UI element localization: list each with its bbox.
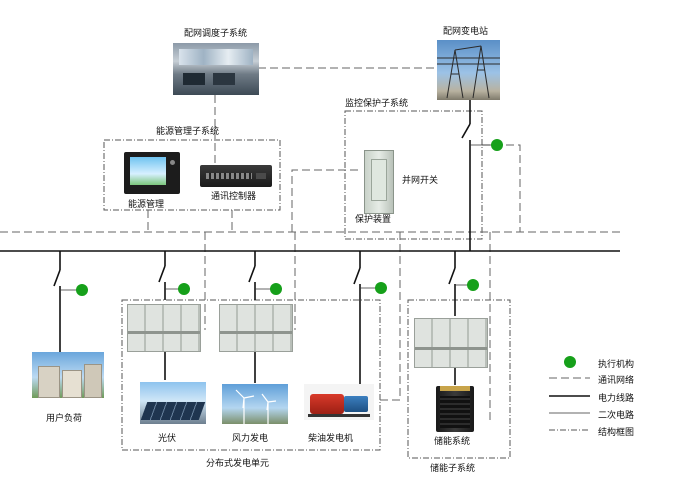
substation-image bbox=[437, 40, 500, 100]
comm-controller-label: 通讯控制器 bbox=[211, 192, 257, 202]
dg-unit-frame bbox=[121, 299, 381, 451]
comm-to-substation-switch bbox=[482, 144, 521, 232]
substation-switch bbox=[461, 123, 471, 139]
storage-switchgear-image bbox=[414, 318, 488, 368]
storage-frame bbox=[407, 299, 511, 459]
energy-mgmt-sub-label: 能源管理子系统 bbox=[156, 127, 220, 137]
storage-label: 储能系统 bbox=[434, 437, 471, 447]
storage-sub-label: 储能子系统 bbox=[430, 464, 476, 474]
grid-switch-label: 并网开关 bbox=[402, 176, 439, 186]
battery-storage-image bbox=[436, 386, 474, 432]
pv-panel-image bbox=[140, 382, 206, 424]
legend-secondary-label: 二次电路 bbox=[598, 411, 635, 421]
actuator-load bbox=[76, 284, 88, 296]
monitor-frame bbox=[344, 110, 483, 240]
monitor-label: 监控保护子系统 bbox=[345, 99, 409, 109]
actuator-pv bbox=[178, 283, 190, 295]
diesel-label: 柴油发电机 bbox=[308, 434, 354, 444]
legend-actuator-symbol bbox=[564, 356, 576, 368]
substation-label: 配网变电站 bbox=[443, 27, 489, 37]
protection-cabinet-image bbox=[364, 150, 394, 214]
actuator-storage bbox=[467, 279, 479, 291]
wind-label: 风力发电 bbox=[232, 434, 269, 444]
diesel-generator-image bbox=[304, 384, 374, 420]
pv-label: 光伏 bbox=[158, 434, 177, 444]
energy-mgmt-terminal-image bbox=[124, 152, 180, 194]
legend-comm-label: 通讯网络 bbox=[598, 376, 635, 386]
energy-mgmt-frame bbox=[103, 139, 281, 211]
legend-actuator-label: 执行机构 bbox=[598, 360, 635, 370]
comm-controller-image bbox=[200, 165, 272, 187]
dispatch-label: 配网调度子系统 bbox=[184, 29, 248, 39]
user-load-label: 用户负荷 bbox=[46, 414, 83, 424]
wind-switch bbox=[248, 265, 256, 283]
comm-drop-3 bbox=[380, 232, 401, 401]
wind-turbine-image bbox=[222, 384, 288, 424]
actuator-diesel bbox=[375, 282, 387, 294]
protection-label: 保护装置 bbox=[355, 215, 392, 225]
dispatch-room-image bbox=[173, 43, 259, 95]
legend-frame-label: 结构框图 bbox=[598, 428, 635, 438]
pv-switch bbox=[158, 265, 166, 283]
storage-switch bbox=[448, 267, 456, 285]
wind-switchgear-image bbox=[219, 304, 293, 352]
actuator-wind bbox=[270, 283, 282, 295]
diesel-switch bbox=[353, 267, 361, 285]
user-load-image bbox=[32, 352, 104, 398]
dg-unit-label: 分布式发电单元 bbox=[206, 459, 270, 469]
load-switch bbox=[53, 269, 61, 287]
legend-power-label: 电力线路 bbox=[598, 394, 635, 404]
actuator-substation bbox=[491, 139, 503, 151]
comm-to-monitor bbox=[291, 169, 360, 232]
energy-mgmt-label: 能源管理 bbox=[128, 200, 165, 210]
pv-switchgear-image bbox=[127, 304, 201, 352]
